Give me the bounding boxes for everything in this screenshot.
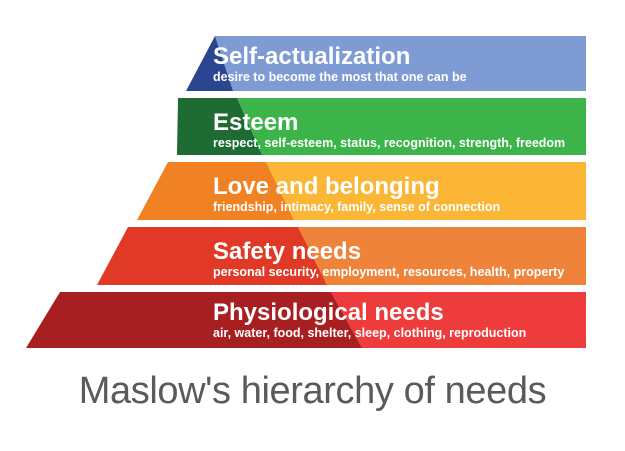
tier-face-light-love-and-belonging [266,162,586,220]
tier-label-physiological-needs: Physiological needs [213,299,444,326]
tier-face-light-safety-needs [298,227,586,285]
tier-label-self-actualization: Self-actualization [213,43,410,70]
tier-label-esteem: Esteem [213,109,298,136]
tier-description-safety-needs: personal security, employment, resources… [213,265,564,279]
diagram-title: Maslow's hierarchy of needs [78,370,547,412]
pyramid-tier-esteem[interactable]: Esteem respect, self-esteem, status, rec… [177,98,586,155]
pyramid-tier-love-and-belonging[interactable]: Love and belonging friendship, intimacy,… [137,162,586,220]
tier-label-love-and-belonging: Love and belonging [213,173,440,200]
tier-face-light-esteem [237,98,586,155]
tier-description-esteem: respect, self-esteem, status, recognitio… [213,136,565,150]
tier-description-physiological-needs: air, water, food, shelter, sleep, clothi… [213,326,526,340]
tier-face-dark-esteem [177,98,262,155]
tier-face-light-physiological-needs [331,292,586,348]
tier-face-dark-self-actualization [186,36,233,91]
tier-face-dark-physiological-needs [26,292,362,348]
tier-face-light-self-actualization [215,36,586,91]
tier-face-dark-safety-needs [97,227,327,285]
tier-label-safety-needs: Safety needs [213,238,361,265]
tier-description-love-and-belonging: friendship, intimacy, family, sense of c… [213,200,500,214]
tier-face-dark-love-and-belonging [137,162,294,220]
pyramid-tier-self-actualization[interactable]: Self-actualization desire to become the … [186,36,586,91]
tier-description-self-actualization: desire to become the most that one can b… [213,70,467,84]
pyramid-tier-physiological-needs[interactable]: Physiological needs air, water, food, sh… [26,292,586,348]
pyramid-tier-safety-needs[interactable]: Safety needs personal security, employme… [97,227,586,285]
